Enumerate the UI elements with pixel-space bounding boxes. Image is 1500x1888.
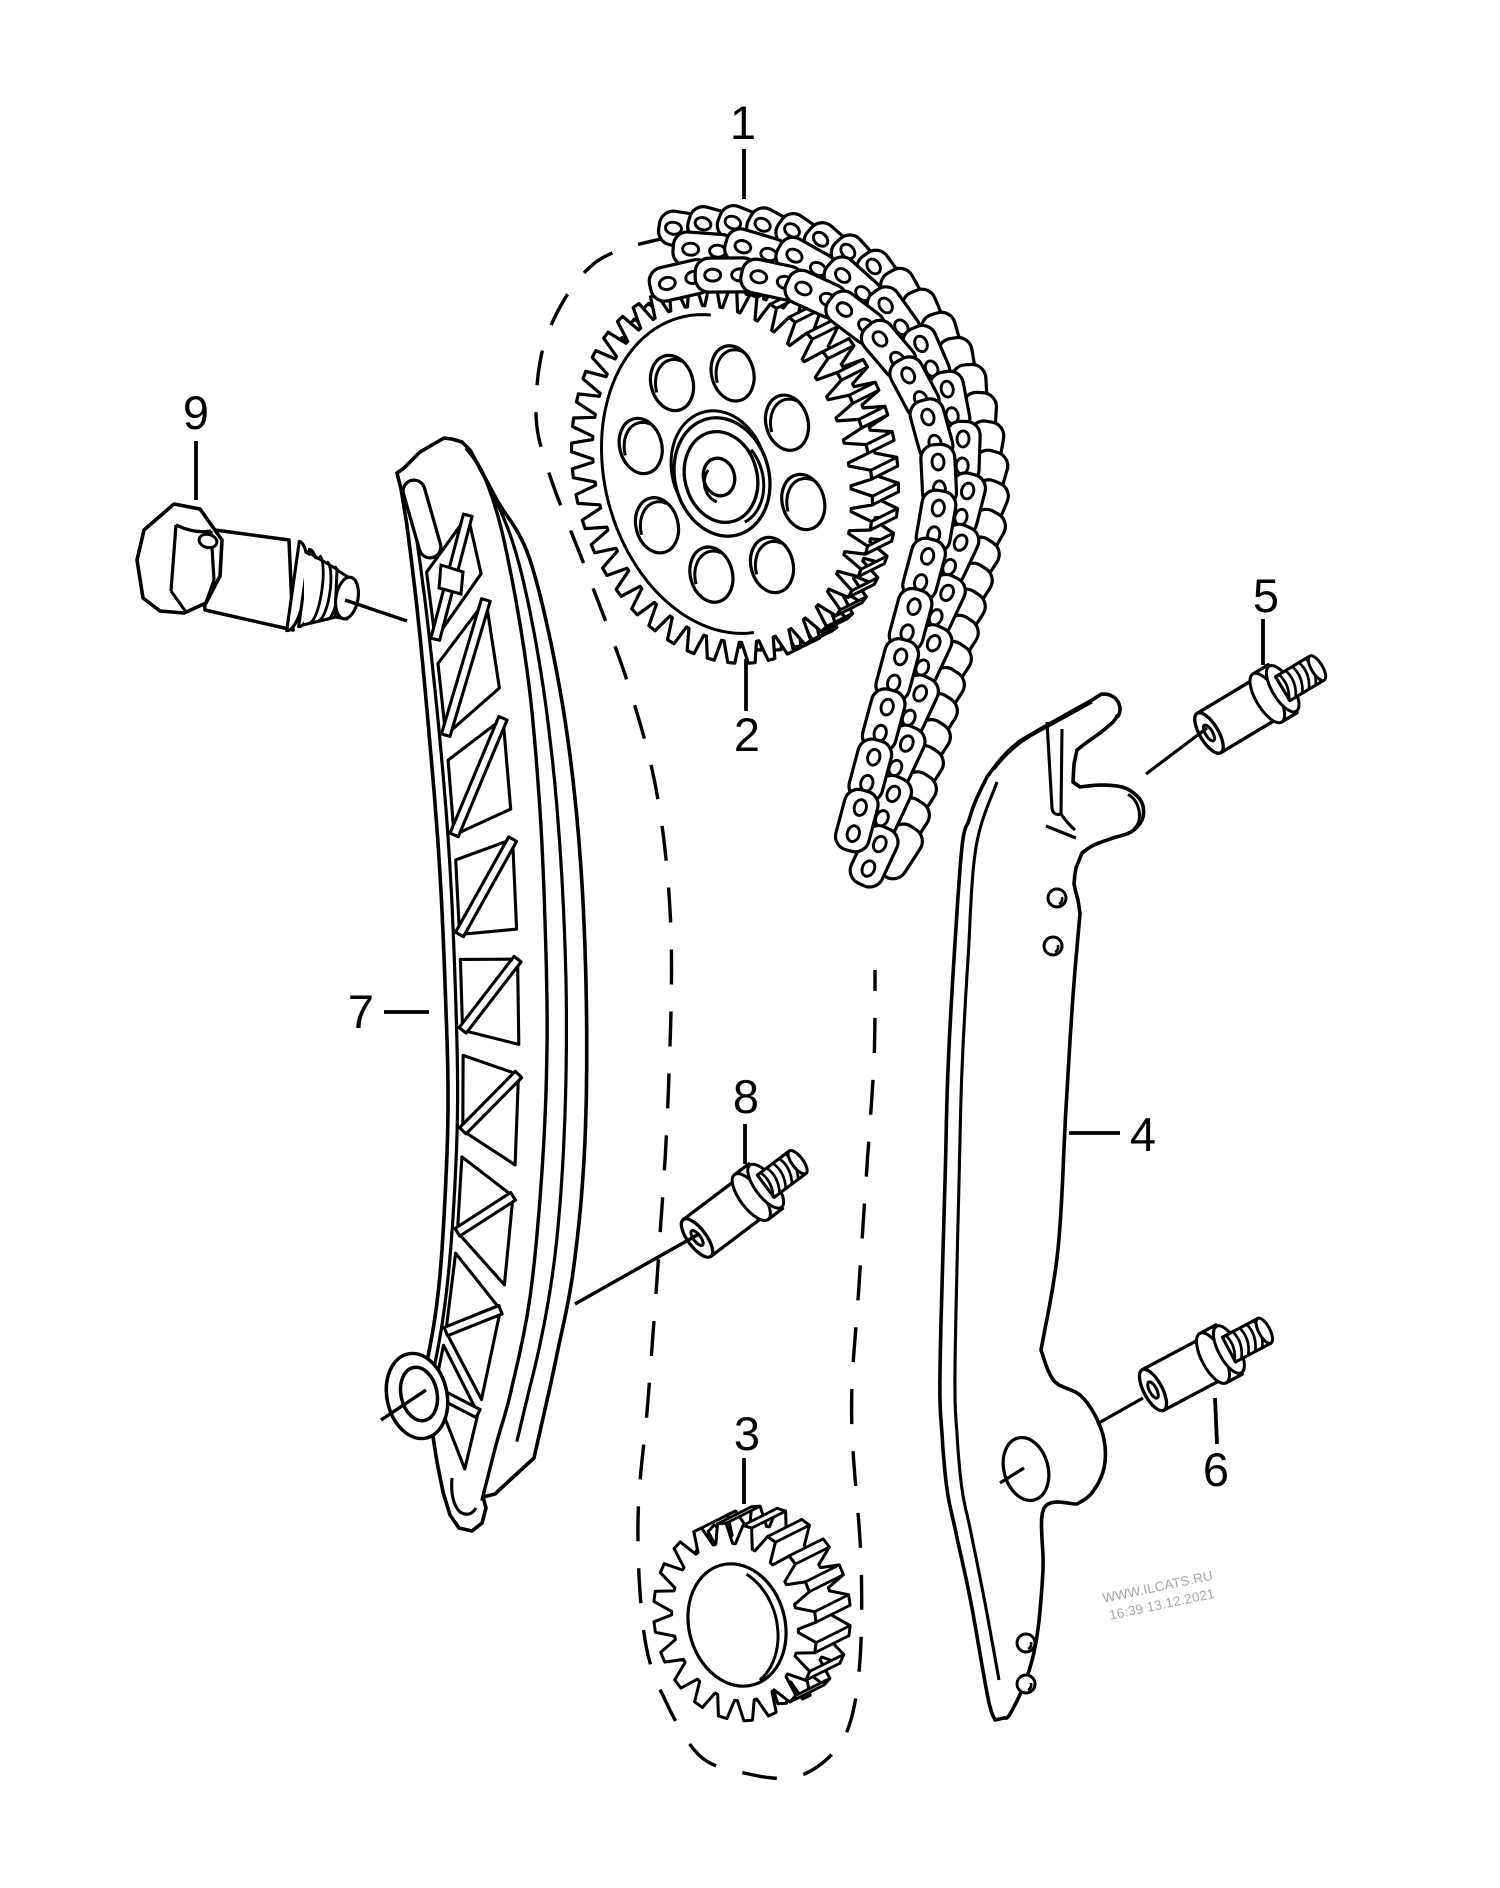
svg-text:7: 7 <box>348 985 374 1038</box>
svg-text:8: 8 <box>733 1070 759 1123</box>
svg-text:5: 5 <box>1253 569 1279 622</box>
svg-text:2: 2 <box>734 708 760 761</box>
svg-text:1: 1 <box>730 96 756 149</box>
svg-text:9: 9 <box>183 386 209 439</box>
svg-text:6: 6 <box>1203 1443 1229 1496</box>
svg-text:4: 4 <box>1130 1108 1156 1161</box>
svg-text:3: 3 <box>734 1407 760 1460</box>
